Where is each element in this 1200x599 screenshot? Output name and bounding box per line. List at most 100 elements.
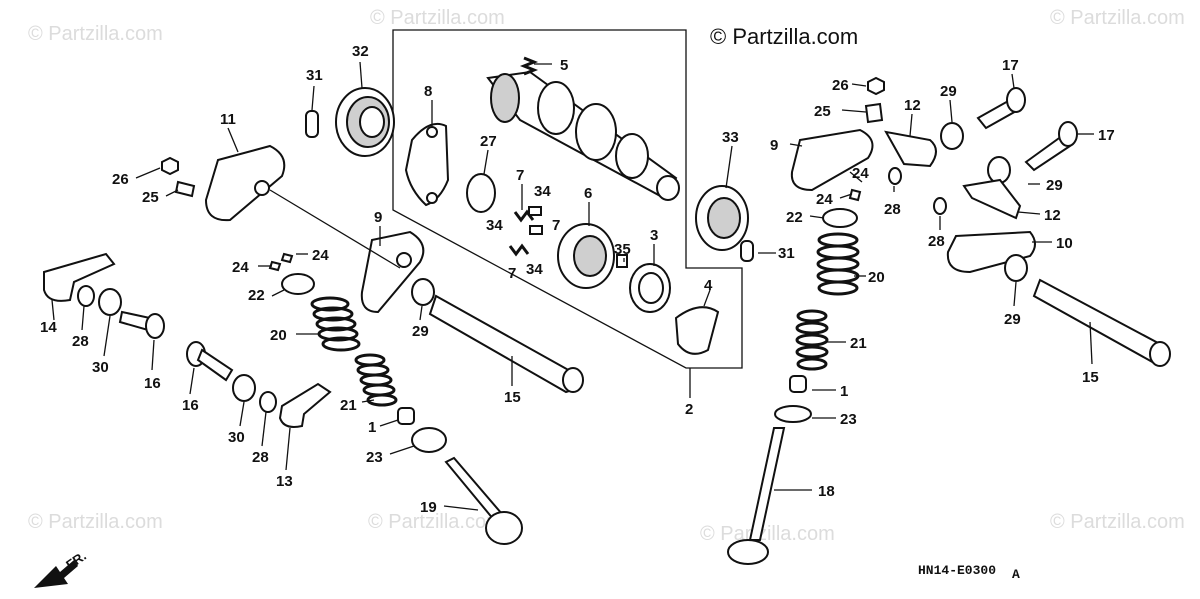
washer-28-lower [259, 391, 277, 413]
callout-16-lower: 16 [182, 397, 199, 414]
cotter-24-left-b [280, 252, 294, 264]
callout-14: 14 [40, 319, 57, 336]
rocker-shaft-15-right [1032, 278, 1166, 366]
washer-29-left [411, 278, 435, 306]
washer-28-left-top [77, 285, 95, 307]
callout-30-lower: 30 [228, 429, 245, 446]
callout-25-right: 25 [814, 103, 831, 120]
watermark-top-right: © Partzilla.com [1050, 7, 1185, 29]
callout-23-left: 23 [366, 449, 383, 466]
callout-labels: 31 32 8 5 27 7 34 34 7 7 34 6 35 3 4 33 … [40, 43, 1115, 516]
pin-spring-lower [508, 243, 530, 257]
callout-5: 5 [560, 57, 568, 74]
watermark-bottom-left: © Partzilla.com [28, 511, 163, 533]
spring-seat-23-left [411, 427, 447, 453]
rocker-shaft-15-left-end [562, 367, 584, 393]
adjust-screw-25-right [864, 102, 884, 124]
cap-4 [674, 306, 720, 355]
valve-spring-21-left [354, 353, 398, 407]
callout-1-right: 1 [840, 383, 848, 400]
watermark-bottom-center-right: © Partzilla.com [700, 523, 835, 545]
callout-15-right: 15 [1082, 369, 1099, 386]
seal-3-inner [638, 272, 664, 304]
washer-29-right-upper [940, 122, 964, 150]
callout-28-right-lower: 28 [928, 233, 945, 250]
callout-6: 6 [584, 185, 592, 202]
rocker-arm-14 [43, 252, 116, 302]
callout-31-left: 31 [306, 67, 323, 84]
watermark-top-center: © Partzilla.com [370, 7, 505, 29]
holder-8 [404, 122, 450, 207]
callout-20-left: 20 [270, 327, 287, 344]
retainer-22-right [822, 208, 858, 228]
callout-29-left: 29 [412, 323, 429, 340]
callout-34-mid: 34 [486, 217, 503, 234]
callout-24-right-a: 24 [852, 165, 869, 182]
callout-28-lower: 28 [252, 449, 269, 466]
callout-23-right: 23 [840, 411, 857, 428]
callout-1-left: 1 [368, 419, 376, 436]
rocker-shaft-15-right-end [1149, 341, 1171, 367]
callout-22-left: 22 [248, 287, 265, 304]
callout-10: 10 [1056, 235, 1073, 252]
camshaft-assembly-box [392, 29, 743, 369]
rocker-shaft-15-left [428, 294, 577, 394]
callout-30-left-top: 30 [92, 359, 109, 376]
washer-30-lower [232, 374, 256, 402]
dowel-pin-left [305, 110, 319, 138]
callout-26-right: 26 [832, 77, 849, 94]
copyright-text: © Partzilla.com [710, 24, 858, 49]
bearing-32 [335, 87, 395, 157]
gear-6 [557, 223, 615, 289]
callout-18: 18 [818, 483, 835, 500]
diagram-code-main: HN14-E0300 [918, 563, 996, 578]
nut-26-right [867, 76, 885, 96]
small-spring-5 [519, 56, 539, 76]
shaft-17-lower-head [1058, 121, 1078, 147]
callout-2: 2 [685, 401, 693, 418]
valve-spring-20-left [310, 296, 361, 352]
rocker-arm-12-lower [962, 178, 1022, 220]
callout-22-right: 22 [786, 209, 803, 226]
callout-27: 27 [480, 133, 497, 150]
callout-11: 11 [220, 111, 236, 128]
callout-29-right-mid: 29 [1046, 177, 1063, 194]
washer-30-left-top [98, 288, 122, 316]
callout-3: 3 [650, 227, 658, 244]
camshaft-2 [486, 70, 680, 201]
rocker-arm-12-upper [884, 130, 937, 168]
callout-17-upper: 17 [1002, 57, 1019, 74]
rocker-arm-11-pivot [254, 180, 270, 196]
callout-7-top: 7 [516, 167, 524, 184]
callout-35: 35 [614, 241, 631, 258]
callout-24-right-b: 24 [816, 191, 833, 208]
valve-18-head [727, 539, 769, 565]
callout-9-left: 9 [374, 209, 382, 226]
callout-7-mid: 7 [552, 217, 560, 234]
bearing-33 [695, 185, 749, 251]
callout-17-lower: 17 [1098, 127, 1115, 144]
valve-18-stem [748, 427, 786, 541]
callout-19: 19 [420, 499, 437, 516]
callout-31-right: 31 [778, 245, 795, 262]
callout-4: 4 [704, 277, 713, 294]
pin-middle [529, 225, 543, 235]
callout-26-left: 26 [112, 171, 129, 188]
callout-21-right: 21 [850, 335, 867, 352]
rocker-arm-9-left [360, 230, 425, 314]
callout-9-right: 9 [770, 137, 778, 154]
dowel-pin-right [740, 240, 754, 262]
rocker-arm-11 [204, 144, 286, 222]
watermarks: © Partzilla.com © Partzilla.com © Partzi… [28, 7, 1185, 545]
spring-pins-group [508, 206, 543, 257]
valve-spring-20-right [816, 232, 860, 296]
watermark-bottom-center-left: © Partzilla.com [368, 511, 503, 533]
callout-12-lower: 12 [1044, 207, 1061, 224]
callout-28-left-top: 28 [72, 333, 89, 350]
diagram-code: HN14-E0300 A [918, 563, 1020, 582]
rocker-arm-9-right [790, 128, 874, 192]
callout-7-bottom: 7 [508, 265, 516, 282]
callout-21-left: 21 [340, 397, 357, 414]
